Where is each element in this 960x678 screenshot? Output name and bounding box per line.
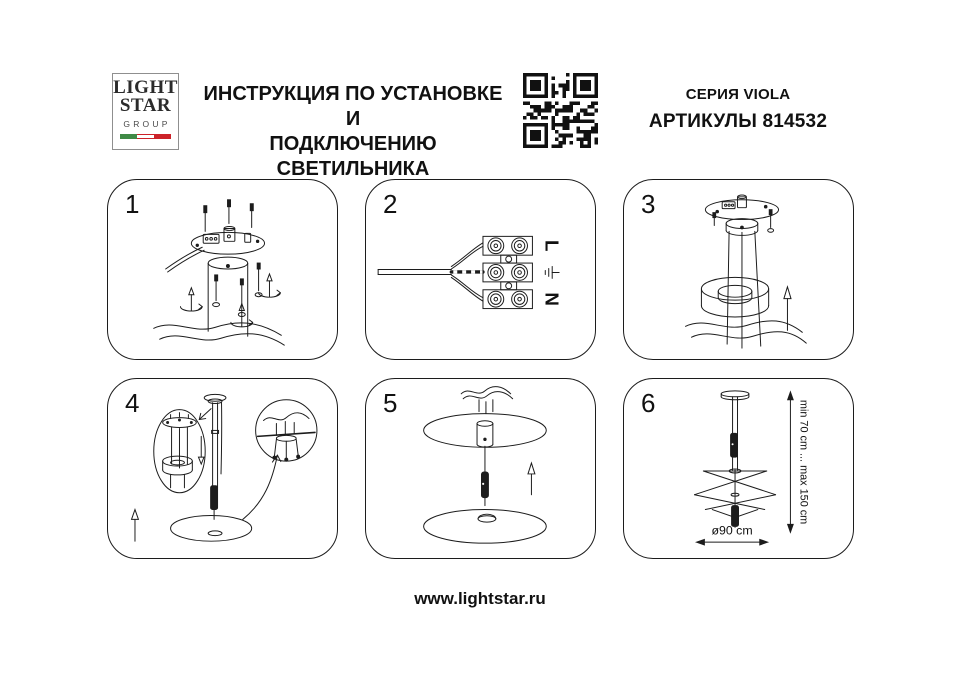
step-number: 1 (125, 189, 140, 219)
diameter-label: ø90 cm (711, 523, 752, 537)
detail-oval-canopy (153, 409, 206, 494)
step-number: 5 (383, 388, 398, 418)
step-5-panel: 5 (365, 378, 596, 559)
flag-red-segment (154, 134, 172, 139)
diameter-dimension: ø90 cm (694, 523, 770, 546)
flag-green-segment (119, 134, 137, 139)
up-arrow-icon (527, 461, 536, 496)
step-number: 2 (383, 189, 398, 219)
step-1-drawing (153, 199, 285, 346)
neutral-wire-label: N (542, 292, 563, 306)
terminal-block-icon (482, 235, 533, 310)
step-number: 3 (641, 189, 656, 219)
step-1-panel: 1 (107, 179, 338, 360)
step-6-panel: min 70 cm ... max 150 cm ø90 cm 6 (623, 378, 854, 559)
lightstar-logo: LIGHT STAR GROUP (112, 73, 179, 150)
up-arrow-icon (130, 508, 140, 542)
pointer-arrow-icon (198, 408, 212, 421)
website-url: www.lightstar.ru (414, 589, 546, 608)
step-6-drawing: min 70 cm ... max 150 cm ø90 cm (693, 390, 809, 546)
live-wire-label: L (542, 240, 563, 251)
step-5-drawing (423, 386, 547, 544)
page-title: ИНСТРУКЦИЯ ПО УСТАНОВКЕ И ПОДКЛЮЧЕНИЮ СВ… (196, 82, 510, 182)
step-4-drawing (130, 393, 318, 542)
step-number: 6 (641, 388, 656, 418)
page-title-line2: ПОДКЛЮЧЕНИЮ СВЕТИЛЬНИКА (269, 133, 437, 180)
earth-symbol-icon (544, 266, 560, 279)
product-info: СЕРИЯ VIOLA АРТИКУЛЫ 814532 (648, 86, 828, 133)
mounting-screws-icon (203, 199, 254, 232)
step-3-drawing (685, 194, 807, 349)
rotate-arrow-icon (179, 287, 203, 312)
step-number: 4 (125, 388, 140, 418)
height-dimension: min 70 cm ... max 150 cm (786, 390, 809, 534)
height-range-label: min 70 cm ... max 150 cm (797, 400, 809, 524)
step-4-panel: 4 (107, 378, 338, 559)
logo-word-light: LIGHT (113, 77, 178, 98)
step-3-panel: 3 (623, 179, 854, 360)
qr-code (523, 73, 598, 148)
curved-arrow-icon (242, 454, 282, 520)
page-title-line1: ИНСТРУКЦИЯ ПО УСТАНОВКЕ И (203, 83, 503, 130)
up-arrow-icon (783, 285, 792, 331)
detail-circle-wires (255, 399, 318, 462)
logo-word-group: GROUP (123, 119, 171, 129)
flag-white-segment (136, 134, 155, 139)
logo-word-star: STAR (119, 95, 172, 116)
step-2-drawing: L N (377, 235, 563, 310)
series-label: СЕРИЯ VIOLA (685, 86, 791, 103)
canopy-ring-icon (700, 276, 770, 318)
step-2-panel: L N 2 (365, 179, 596, 360)
italian-flag-stripe (119, 134, 172, 139)
article-number: АРТИКУЛЫ 814532 (648, 111, 828, 132)
